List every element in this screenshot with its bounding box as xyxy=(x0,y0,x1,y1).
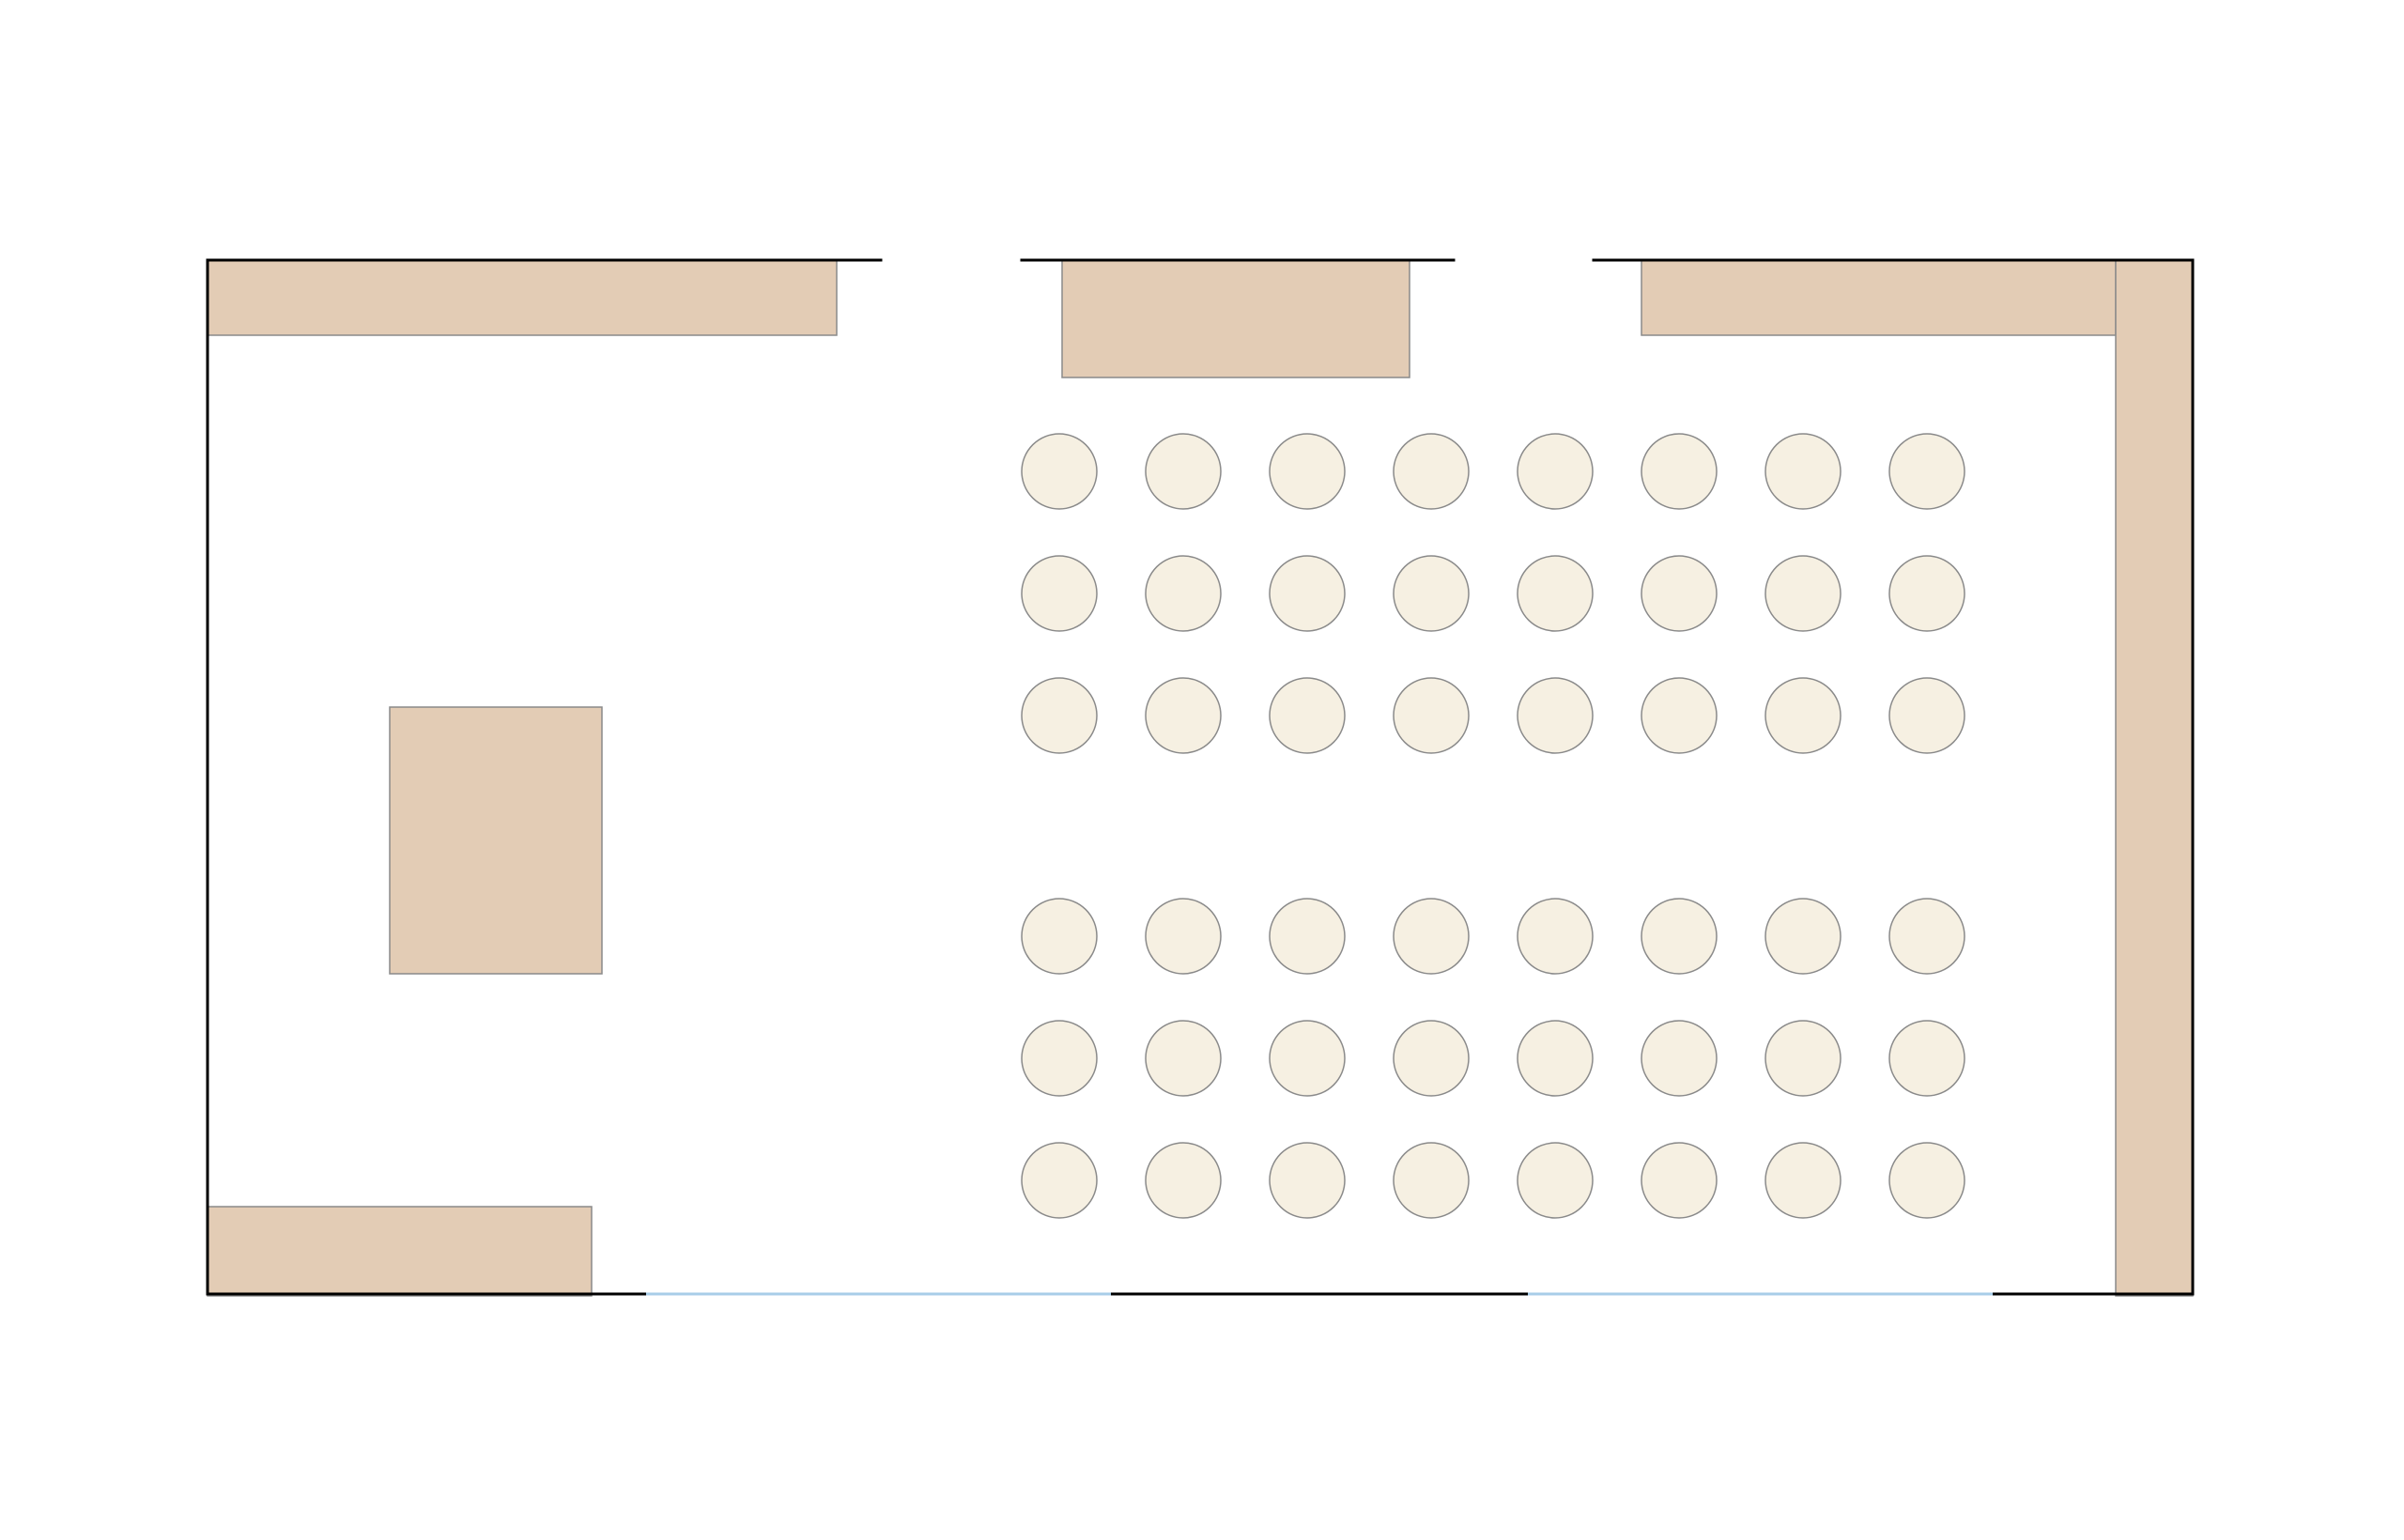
seat xyxy=(1517,1142,1594,1219)
seat xyxy=(1021,898,1098,975)
seat xyxy=(1888,433,1965,510)
seat xyxy=(1145,1020,1222,1097)
seat xyxy=(1021,1142,1098,1219)
seat xyxy=(1145,898,1222,975)
seat xyxy=(1764,898,1842,975)
seat xyxy=(1269,898,1346,975)
top-right-counter xyxy=(1641,259,2117,336)
seat xyxy=(1517,433,1594,510)
seat xyxy=(1021,1020,1098,1097)
seat xyxy=(1269,677,1346,754)
seat xyxy=(1393,1142,1470,1219)
seat xyxy=(1021,555,1098,632)
seat xyxy=(1517,898,1594,975)
wall-layer xyxy=(206,258,2195,1296)
seat xyxy=(1145,433,1222,510)
seat xyxy=(1269,555,1346,632)
bottom-left-counter xyxy=(207,1206,593,1297)
seat xyxy=(1641,677,1718,754)
seat xyxy=(1021,677,1098,754)
seat xyxy=(1641,1142,1718,1219)
seat xyxy=(1393,677,1470,754)
seat xyxy=(1517,677,1594,754)
seat xyxy=(1764,677,1842,754)
seat xyxy=(1888,1020,1965,1097)
seat xyxy=(1393,898,1470,975)
seat xyxy=(1888,677,1965,754)
seat xyxy=(1145,677,1222,754)
seat xyxy=(1764,1142,1842,1219)
seat xyxy=(1888,555,1965,632)
seat xyxy=(1517,1020,1594,1097)
seat xyxy=(1393,1020,1470,1097)
seat xyxy=(1269,1142,1346,1219)
seat xyxy=(1269,433,1346,510)
top-center-counter xyxy=(1061,259,1410,378)
top-left-counter xyxy=(207,259,838,336)
seat xyxy=(1764,555,1842,632)
seat xyxy=(1888,898,1965,975)
seat xyxy=(1764,433,1842,510)
seat xyxy=(1393,433,1470,510)
seat xyxy=(1393,555,1470,632)
right-side-counter xyxy=(2115,259,2194,1297)
seat xyxy=(1269,1020,1346,1097)
center-left-table xyxy=(389,706,603,975)
seat xyxy=(1641,555,1718,632)
seat xyxy=(1641,433,1718,510)
seat xyxy=(1888,1142,1965,1219)
seat xyxy=(1021,433,1098,510)
seat xyxy=(1764,1020,1842,1097)
seat xyxy=(1641,898,1718,975)
seat xyxy=(1145,555,1222,632)
seat xyxy=(1145,1142,1222,1219)
seat xyxy=(1517,555,1594,632)
seat xyxy=(1641,1020,1718,1097)
furniture-layer xyxy=(207,259,2194,1297)
seat-layer xyxy=(1021,433,1965,1219)
